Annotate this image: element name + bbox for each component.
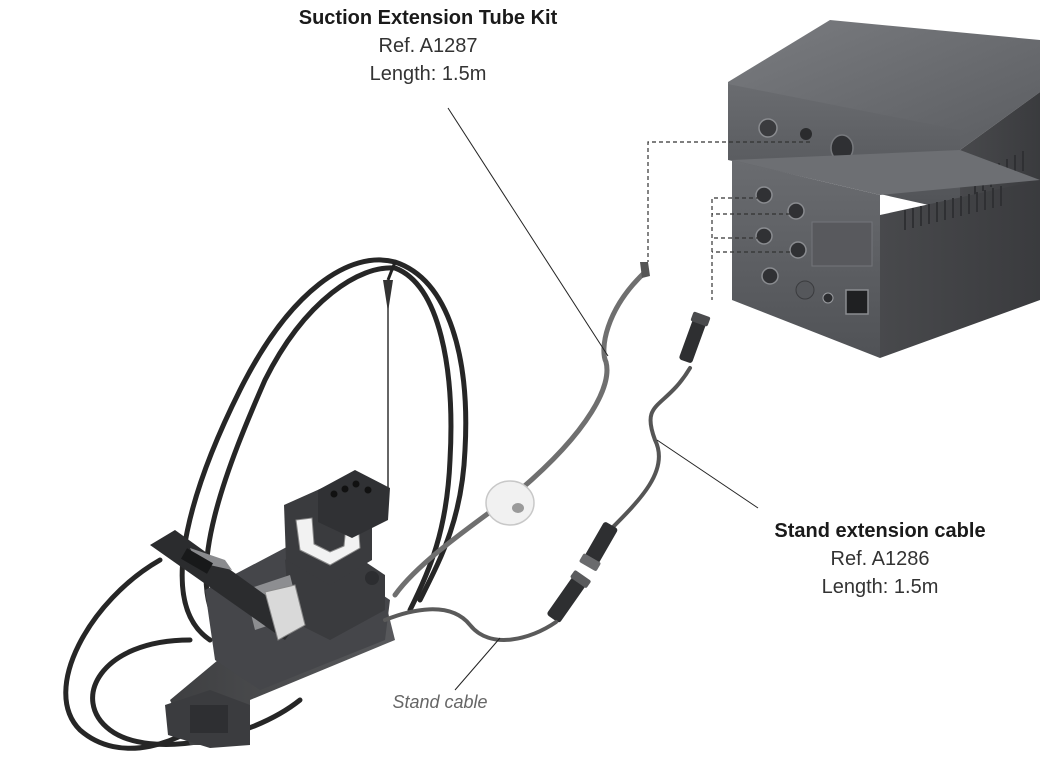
leader-lines — [447, 107, 759, 691]
top-jack-icon — [800, 128, 812, 140]
port-1-icon — [755, 186, 773, 204]
connector-plug-icon — [679, 311, 711, 363]
button-icon — [795, 280, 815, 300]
connector-socket-icon — [579, 522, 618, 571]
cable-hanger-icon — [383, 261, 397, 500]
port-4-icon — [789, 241, 807, 259]
suction-kit-ref: Ref. A1287 — [378, 35, 478, 57]
power-inlet-icon — [845, 289, 869, 315]
unit-bottom-top-edge — [732, 150, 1040, 195]
stand-extension-ref: Ref. A1286 — [830, 548, 930, 570]
leader-stand-cable — [454, 637, 501, 691]
port-2-icon — [787, 202, 805, 220]
stand-extension-title: Stand extension cable — [774, 520, 986, 542]
stand-extension-cable-icon — [579, 311, 711, 571]
soldering-handle-icon — [150, 530, 306, 641]
stand-extension-length: Length: 1.5m — [821, 576, 939, 598]
callout-suction-kit: Suction Extension Tube Kit Ref. A1287 Le… — [268, 4, 588, 88]
port-5-icon — [761, 267, 779, 285]
suction-kit-length: Length: 1.5m — [369, 63, 487, 85]
stand-cable-label: Stand cable — [392, 692, 488, 712]
callout-stand-extension: Stand extension cable Ref. A1286 Length:… — [740, 517, 1020, 601]
bottom-vent-icon — [904, 186, 1002, 230]
stand-cable-icon — [383, 570, 591, 642]
unit-bottom-front — [732, 160, 880, 358]
suction-tube-tip — [640, 262, 650, 278]
suction-extension-tube — [392, 269, 648, 598]
clamp-hole — [512, 503, 524, 513]
port-3-icon — [755, 227, 773, 245]
dashed-connection-lines — [647, 141, 810, 300]
tube-clamp-icon — [485, 480, 535, 526]
rating-plate-icon — [811, 221, 873, 267]
fuse-icon — [822, 292, 834, 304]
control-unit-icon — [728, 20, 1040, 358]
leader-suction — [447, 107, 609, 357]
leader-extension — [656, 439, 759, 509]
top-connector-icon — [758, 118, 778, 138]
suction-kit-title: Suction Extension Tube Kit — [298, 7, 558, 29]
